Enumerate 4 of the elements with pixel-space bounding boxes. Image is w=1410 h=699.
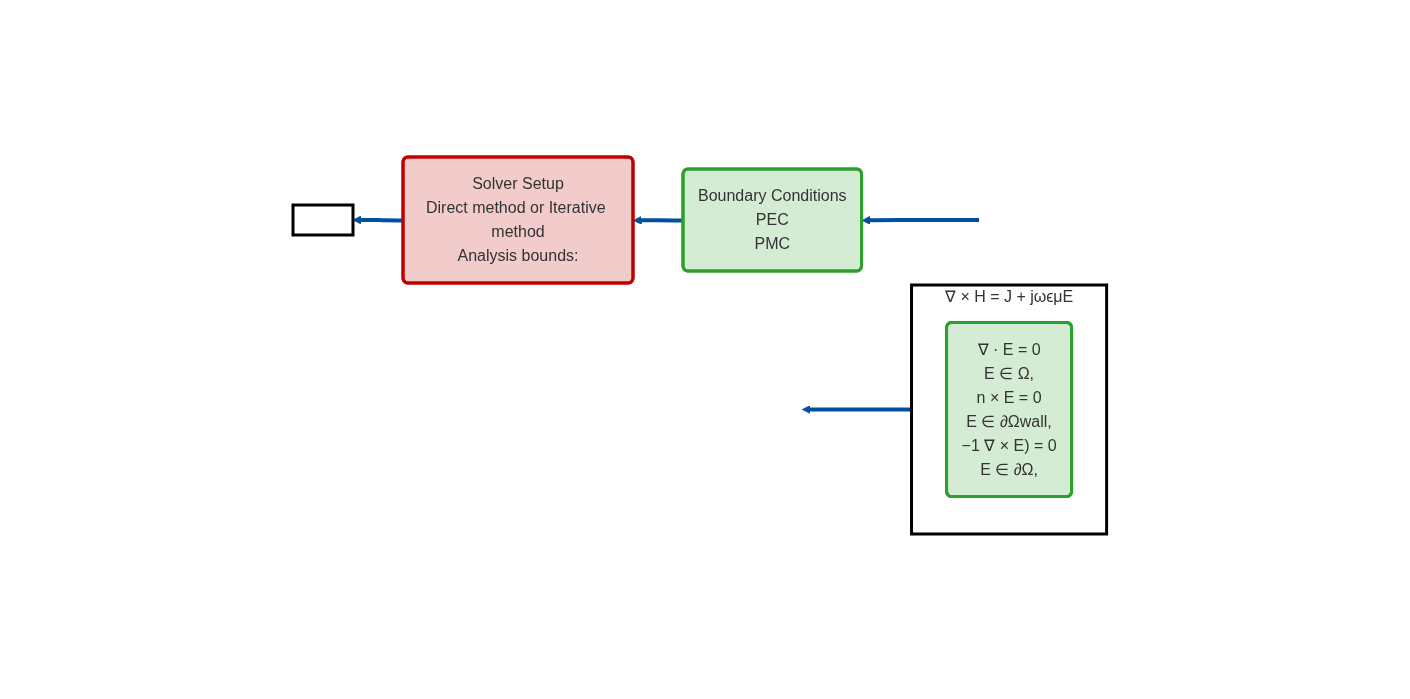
- arrow: [633, 215, 684, 225]
- node-box: [291, 203, 355, 236]
- arrow: [861, 215, 980, 225]
- arrow: [802, 404, 912, 414]
